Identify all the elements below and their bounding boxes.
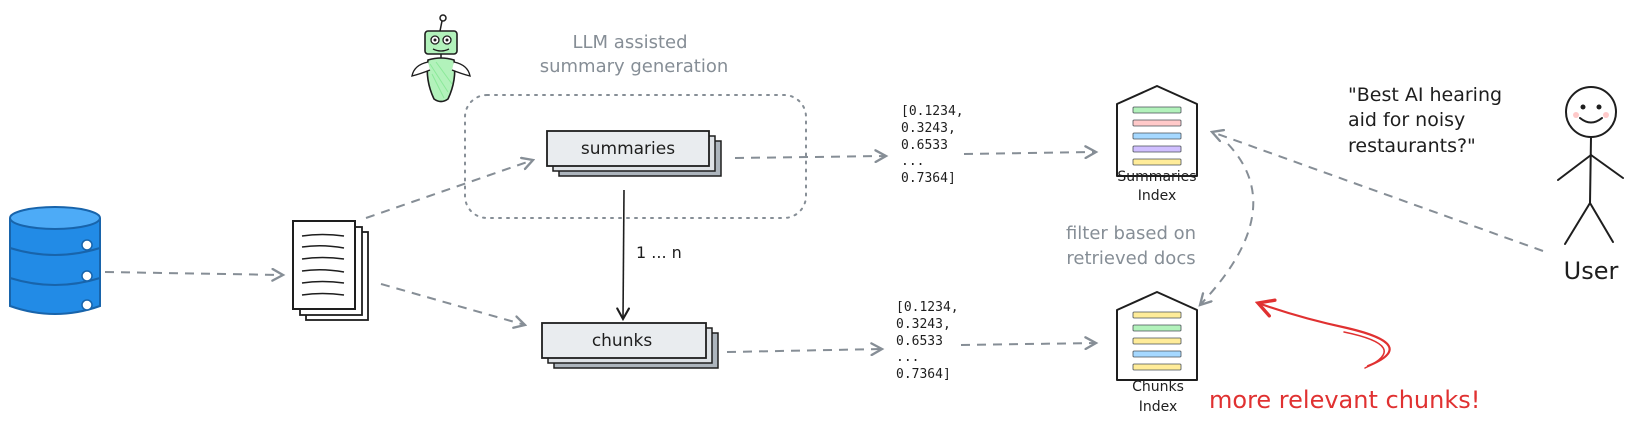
- arrow-summaries-to-vector: [734, 156, 886, 158]
- highlight-label: more relevant chunks!: [1209, 386, 1480, 414]
- highlight-arrow: [1258, 303, 1391, 368]
- chunks-index-stripe-4: [1132, 350, 1182, 358]
- summaries-index-stripe-4: [1132, 145, 1182, 153]
- summaries-card-label: summaries: [581, 139, 675, 159]
- chunks-index-stripe-1: [1132, 311, 1182, 319]
- chunks-index-stripe-2: [1132, 324, 1182, 332]
- vector-bottom: [0.1234, 0.3243, 0.6533 ... 0.7364]: [896, 300, 959, 382]
- query-line-2: aid for noisy: [1348, 109, 1465, 131]
- llm-label-line-1: LLM assisted: [572, 32, 687, 53]
- vector-top-line-4: ...: [901, 154, 924, 169]
- filter-label-line-1: filter based on: [1066, 223, 1196, 244]
- summaries-index-icon: [1116, 85, 1198, 177]
- arrow-vector-to-summaries-index: [963, 152, 1096, 154]
- user-icon: [1557, 86, 1624, 245]
- query-line-1: "Best AI hearing: [1348, 84, 1502, 106]
- query-line-3: restaurants?": [1348, 135, 1476, 157]
- chunks-card-label: chunks: [592, 331, 653, 351]
- relation-label: 1 ... n: [636, 243, 682, 262]
- arrow-summaries-to-chunks: [616, 189, 630, 322]
- chunks-index-icon: [1116, 291, 1198, 381]
- arrow-chunks-to-vector: [726, 349, 882, 352]
- vector-bottom-line-2: 0.3243,: [896, 317, 951, 332]
- arrow-docs-to-chunks: [380, 283, 525, 325]
- arrow-docs-to-summaries: [365, 160, 533, 219]
- vector-bottom-line-1: [0.1234,: [896, 300, 959, 315]
- arrow-db-to-docs: [104, 272, 283, 275]
- vector-bottom-line-4: ...: [896, 350, 919, 365]
- vector-top-line-2: 0.3243,: [901, 121, 956, 136]
- summaries-index-stripe-2: [1132, 119, 1182, 127]
- arrow-summaries-index-to-chunks-index: [1200, 143, 1255, 305]
- chunks-card: chunks: [541, 322, 719, 369]
- chunks-index-stripe-3: [1132, 337, 1182, 345]
- arrow-user-to-summaries-index: [1212, 132, 1544, 252]
- chunks-index-label-2: Index: [1139, 399, 1178, 415]
- vector-top-line-1: [0.1234,: [901, 104, 964, 119]
- llm-label-line-2: summary generation: [540, 56, 729, 77]
- summaries-card: summaries: [546, 130, 722, 177]
- filter-label-line-2: retrieved docs: [1066, 248, 1195, 269]
- documents-icon: [292, 220, 369, 321]
- vector-top-line-5: 0.7364]: [901, 171, 956, 186]
- summaries-index-label-2: Index: [1138, 188, 1177, 204]
- vector-bottom-line-3: 0.6533: [896, 334, 943, 349]
- arrow-vector-to-chunks-index: [960, 343, 1096, 345]
- vector-bottom-line-5: 0.7364]: [896, 367, 951, 382]
- robot-icon: [411, 14, 471, 103]
- vector-top: [0.1234, 0.3243, 0.6533 ... 0.7364]: [901, 104, 964, 186]
- database-icon: [9, 206, 101, 315]
- user-label: User: [1564, 257, 1619, 285]
- vector-top-line-3: 0.6533: [901, 138, 948, 153]
- summaries-index-stripe-3: [1132, 132, 1182, 140]
- summaries-index-label-1: Summaries: [1117, 169, 1196, 185]
- chunks-index-stripe-5: [1132, 363, 1182, 371]
- chunks-index-label-1: Chunks: [1132, 379, 1184, 395]
- highlight-arrow-tail: [1343, 331, 1385, 369]
- summaries-index-stripe-5: [1132, 158, 1182, 166]
- summaries-index-stripe-1: [1132, 106, 1182, 114]
